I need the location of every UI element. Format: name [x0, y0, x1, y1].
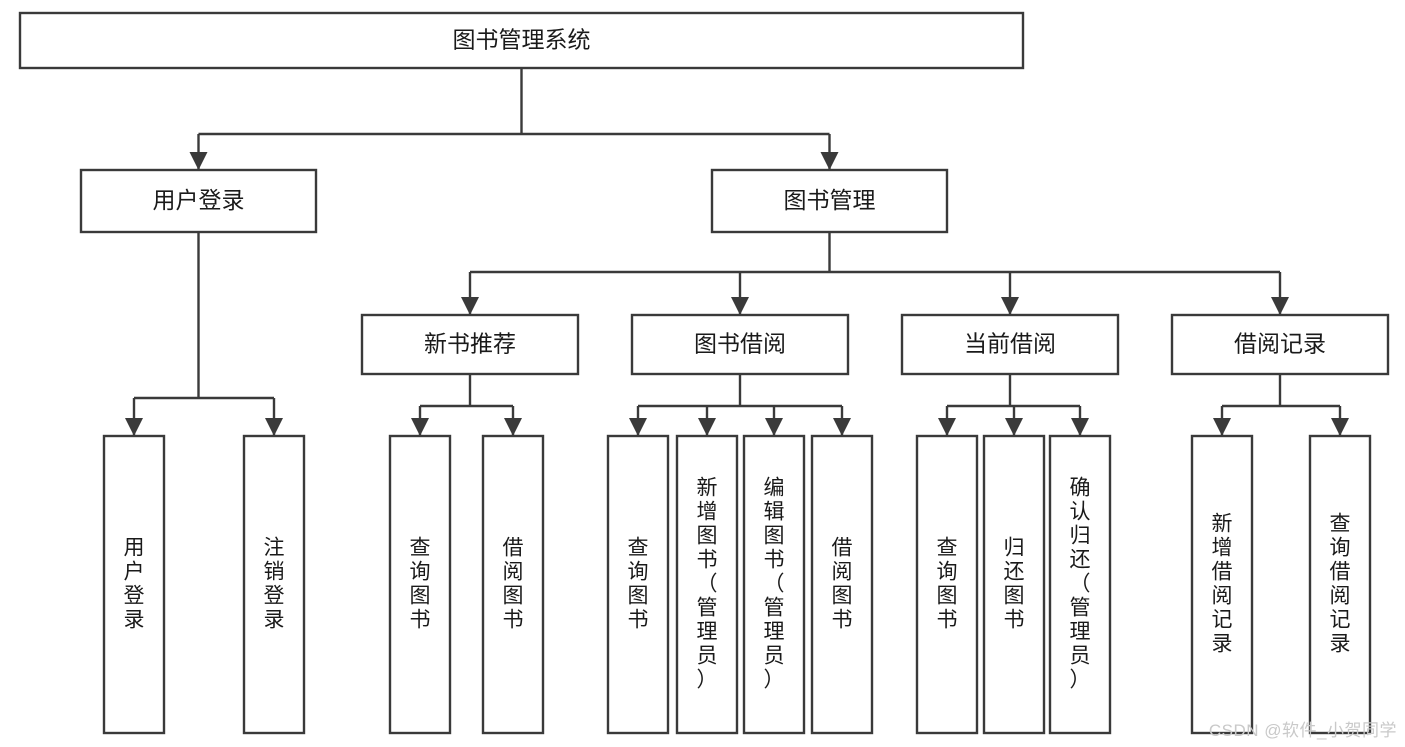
node-level2-0-label: 用户登录: [153, 187, 245, 213]
node-root-rect: [18, 11, 1025, 70]
node-leaf-8[interactable]: 查询图书: [915, 434, 979, 735]
node-leaf-10-rect: [1048, 434, 1112, 735]
node-leaf-9-rect: [982, 434, 1046, 735]
node-leaf-6-label: 编辑图书（管理员）: [764, 476, 785, 691]
connector-layer: [125, 68, 1349, 436]
node-leaf-10[interactable]: 确认归还（管理员）: [1048, 434, 1112, 735]
node-level3-3-rect: [1170, 313, 1390, 376]
node-level3-2[interactable]: 当前借阅: [900, 313, 1120, 376]
book-mgmt-to-level3-arrow-1: [731, 297, 749, 315]
node-root[interactable]: 图书管理系统: [18, 11, 1025, 70]
node-leaf-3-label: 借阅图书: [503, 536, 524, 631]
level3-1-to-leaves-arrow-3: [833, 418, 851, 436]
level3-3-to-leaves-arrow-1: [1331, 418, 1349, 436]
root-to-level2-arrow-1: [820, 152, 839, 170]
node-level3-3-label: 借阅记录: [1234, 331, 1326, 357]
node-leaf-6-rect: [742, 434, 806, 735]
node-leaf-5[interactable]: 新增图书（管理员）: [675, 434, 739, 735]
node-level3-0-label: 新书推荐: [424, 331, 516, 357]
node-leaf-4-rect: [606, 434, 670, 735]
level3-3-to-leaves-arrow-0: [1213, 418, 1231, 436]
node-leaf-0[interactable]: 用户登录: [102, 434, 166, 735]
root-to-level2-arrow-0: [189, 152, 208, 170]
level3-2-to-leaves-arrow-2: [1071, 418, 1089, 436]
node-leaf-2-rect: [388, 434, 452, 735]
node-leaf-0-label: 用户登录: [124, 536, 145, 631]
node-leaf-1-label: 注销登录: [264, 536, 285, 631]
book-mgmt-to-level3-arrow-0: [461, 297, 479, 315]
node-leaf-7-label: 借阅图书: [832, 536, 853, 631]
node-leaf-6[interactable]: 编辑图书（管理员）: [742, 434, 806, 735]
node-level2-0-rect: [79, 168, 318, 234]
node-level2-1-label: 图书管理: [784, 187, 876, 213]
node-leaf-11[interactable]: 新增借阅记录: [1190, 434, 1254, 735]
level3-1-to-leaves-arrow-1: [698, 418, 716, 436]
node-level3-1-label: 图书借阅: [694, 331, 786, 357]
level3-1-to-leaves-arrow-2: [765, 418, 783, 436]
node-leaf-5-label: 新增图书（管理员）: [697, 476, 718, 691]
node-level3-0-rect: [360, 313, 580, 376]
node-leaf-10-label: 确认归还（管理员）: [1070, 476, 1091, 691]
node-level2-1[interactable]: 图书管理: [710, 168, 949, 234]
node-leaf-4[interactable]: 查询图书: [606, 434, 670, 735]
node-leaf-12[interactable]: 查询借阅记录: [1308, 434, 1372, 735]
node-level3-2-label: 当前借阅: [964, 331, 1056, 357]
node-leaf-2-label: 查询图书: [410, 536, 431, 631]
node-leaf-3-rect: [481, 434, 545, 735]
node-level3-2-rect: [900, 313, 1120, 376]
node-leaf-8-rect: [915, 434, 979, 735]
node-leaf-1-rect: [242, 434, 306, 735]
node-leaf-11-rect: [1190, 434, 1254, 735]
node-leaf-5-rect: [675, 434, 739, 735]
node-leaf-3[interactable]: 借阅图书: [481, 434, 545, 735]
level3-2-to-leaves-arrow-0: [938, 418, 956, 436]
book-mgmt-to-level3-arrow-2: [1001, 297, 1019, 315]
node-level2-0[interactable]: 用户登录: [79, 168, 318, 234]
node-leaf-12-label: 查询借阅记录: [1330, 512, 1351, 655]
level3-0-to-leaves-arrow-0: [411, 418, 429, 436]
login-to-leaves-arrow-0: [125, 418, 143, 436]
node-leaf-9-label: 归还图书: [1004, 536, 1025, 631]
node-leaf-9[interactable]: 归还图书: [982, 434, 1046, 735]
level3-1-to-leaves-arrow-0: [629, 418, 647, 436]
node-leaf-7-rect: [810, 434, 874, 735]
node-root-label: 图书管理系统: [453, 27, 591, 53]
node-leaf-4-label: 查询图书: [628, 536, 649, 631]
node-leaf-11-label: 新增借阅记录: [1212, 512, 1233, 655]
node-leaf-12-rect: [1308, 434, 1372, 735]
node-leaf-7[interactable]: 借阅图书: [810, 434, 874, 735]
level3-2-to-leaves-arrow-1: [1005, 418, 1023, 436]
level3-0-to-leaves-arrow-1: [504, 418, 522, 436]
node-leaf-8-label: 查询图书: [937, 536, 958, 631]
node-level3-1-rect: [630, 313, 850, 376]
node-leaf-0-rect: [102, 434, 166, 735]
node-leaf-1[interactable]: 注销登录: [242, 434, 306, 735]
node-leaf-2[interactable]: 查询图书: [388, 434, 452, 735]
node-level3-0[interactable]: 新书推荐: [360, 313, 580, 376]
node-level3-1[interactable]: 图书借阅: [630, 313, 850, 376]
node-layer: 图书管理系统用户登录图书管理新书推荐图书借阅当前借阅借阅记录用户登录注销登录查询…: [18, 11, 1390, 735]
node-level3-3[interactable]: 借阅记录: [1170, 313, 1390, 376]
login-to-leaves-arrow-1: [265, 418, 283, 436]
book-mgmt-to-level3-arrow-3: [1271, 297, 1289, 315]
node-level2-1-rect: [710, 168, 949, 234]
